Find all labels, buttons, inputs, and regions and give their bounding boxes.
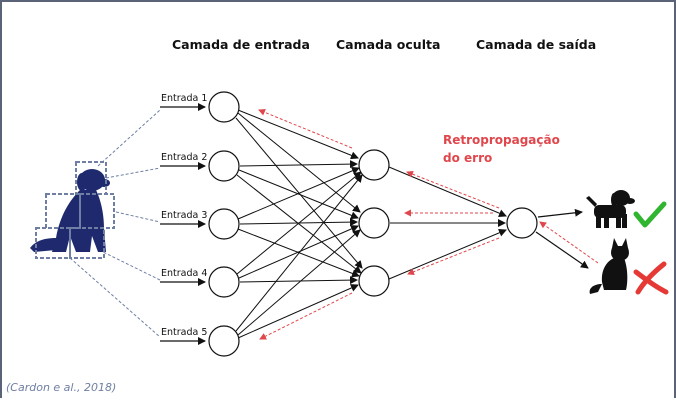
input-neuron-2 bbox=[208, 150, 240, 182]
backprop-arrow-h3-i5 bbox=[259, 292, 353, 340]
input-layer-title: Camada de entrada bbox=[172, 37, 310, 52]
backprop-label-line1: Retropropagação bbox=[443, 133, 560, 147]
hidden-neuron-2 bbox=[358, 207, 390, 239]
input-neuron-3 bbox=[208, 208, 240, 240]
input-label-1: Entrada 1 bbox=[161, 93, 208, 104]
output-neurons bbox=[506, 207, 538, 239]
connector-4 bbox=[98, 249, 161, 281]
output-neuron bbox=[506, 207, 538, 239]
input-hidden-connections bbox=[235, 109, 363, 339]
input-neuron-4 bbox=[208, 266, 240, 298]
connector-1 bbox=[97, 109, 161, 167]
dog-grid-boxes bbox=[35, 161, 115, 259]
connector-3 bbox=[115, 211, 161, 223]
hidden-neurons bbox=[358, 149, 390, 297]
output-arrows bbox=[535, 208, 589, 269]
input-label-2: Entrada 2 bbox=[161, 152, 208, 163]
grid-box-head bbox=[75, 161, 107, 195]
output-arrow-dog bbox=[537, 208, 583, 218]
connector-5 bbox=[69, 257, 161, 338]
check-icon bbox=[633, 201, 667, 228]
grid-box-bottom-right bbox=[69, 227, 105, 259]
backprop-arrow-o-h3 bbox=[407, 237, 500, 276]
input-neuron-1 bbox=[208, 91, 240, 123]
backprop-label: Retropropagação do erro bbox=[443, 131, 560, 167]
input-neurons bbox=[208, 91, 240, 357]
output-layer-title: Camada de saída bbox=[476, 37, 597, 52]
input-neuron-5 bbox=[208, 325, 240, 357]
dog-input-connectors bbox=[69, 109, 161, 338]
input-arrows bbox=[160, 103, 206, 345]
citation: (Cardon e al., 2018) bbox=[6, 381, 117, 394]
input-label-4: Entrada 4 bbox=[161, 268, 208, 279]
dog-icon bbox=[586, 190, 635, 228]
backprop-arrows bbox=[258, 109, 599, 340]
hidden-neuron-1 bbox=[358, 149, 390, 181]
backprop-arrow-h1-i1 bbox=[258, 109, 353, 149]
backprop-arrow-o-h1 bbox=[406, 170, 500, 209]
cross-icon bbox=[633, 261, 669, 295]
backprop-arrow-cat-o bbox=[539, 221, 599, 264]
cat-icon bbox=[589, 238, 629, 294]
output-arrow-cat bbox=[535, 231, 589, 269]
input-label-3: Entrada 3 bbox=[161, 210, 208, 221]
hidden-layer-title: Camada oculta bbox=[336, 37, 441, 52]
input-label-5: Entrada 5 bbox=[161, 327, 208, 338]
grid-box-bottom-left bbox=[35, 227, 71, 259]
hidden-neuron-3 bbox=[358, 265, 390, 297]
hidden-output-connections bbox=[388, 166, 507, 280]
backprop-label-line2: do erro bbox=[443, 151, 493, 165]
connector-2 bbox=[105, 167, 161, 179]
